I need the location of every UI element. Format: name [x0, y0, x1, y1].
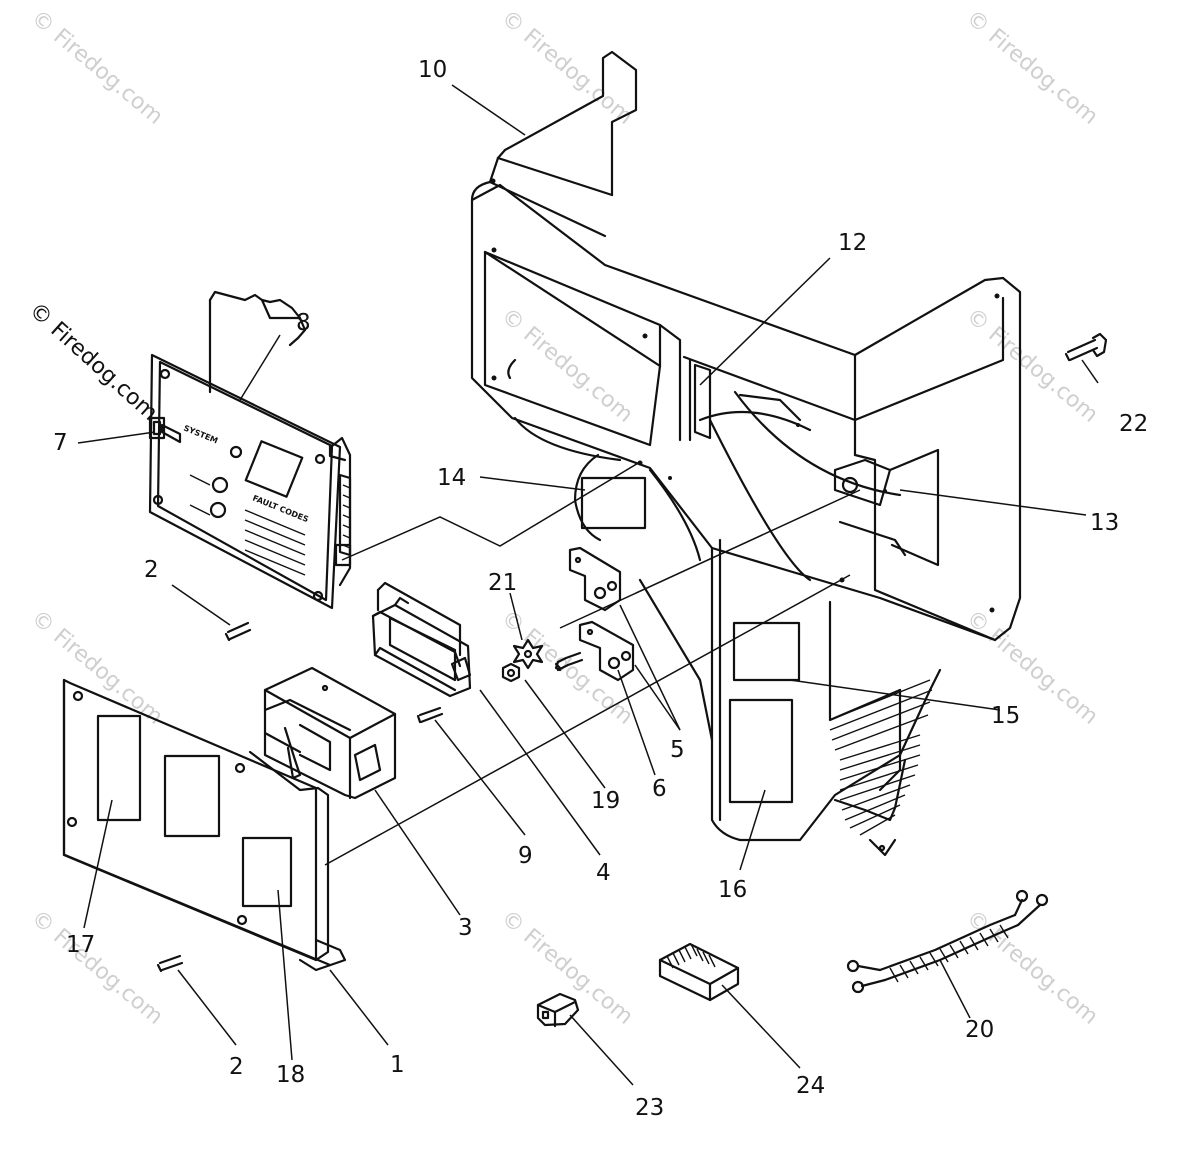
part-8-control-panel: SYSTEM FAULT CODES: [148, 290, 352, 610]
leader-lines: [77, 84, 1099, 1086]
callout-14: 14: [437, 465, 466, 491]
callout-19: 19: [591, 788, 620, 814]
callout-2-lower: 2: [229, 1054, 244, 1080]
watermark: © Firedog.com: [26, 905, 167, 1029]
watermarks: © Firedog.com © Firedog.com © Firedog.co…: [26, 5, 1102, 1029]
watermark: © Firedog.com: [26, 5, 167, 129]
watermark: © Firedog.com: [961, 303, 1102, 427]
callout-16: 16: [718, 877, 747, 903]
callout-9: 9: [518, 843, 533, 869]
callout-22: 22: [1119, 411, 1148, 437]
callout-3: 3: [458, 915, 473, 941]
callout-2-upper: 2: [144, 557, 159, 583]
callout-6: 6: [652, 776, 667, 802]
callout-1: 1: [390, 1052, 405, 1078]
part-21-star-washer: [512, 638, 544, 670]
part-2-screw-upper: [224, 621, 252, 642]
part-9-screw: [416, 706, 444, 724]
callout-8: 8: [296, 310, 311, 336]
callout-12: 12: [838, 230, 867, 256]
watermark: © Firedog.com: [26, 605, 167, 729]
part-3-circuit-breaker: [263, 666, 397, 800]
callout-17: 17: [66, 932, 95, 958]
part-1-front-plate: [62, 678, 347, 972]
panel-fault-codes-label: FAULT CODES: [251, 494, 310, 525]
callout-20: 20: [965, 1017, 994, 1043]
part-10-control-panel-housing: [470, 50, 1022, 857]
part-6-screw: [554, 651, 584, 672]
part-23-connector: [536, 992, 580, 1028]
callout-15: 15: [991, 703, 1020, 729]
callout-labels: 1 2 2 3 4 5 6 7 8 9 10 12 13 14 15 16 17…: [53, 57, 1148, 1121]
callout-4: 4: [596, 860, 611, 886]
part-24-terminal-connector: [658, 942, 740, 1002]
callout-10: 10: [418, 57, 447, 83]
panel-system-label: SYSTEM: [182, 424, 219, 446]
part-4-bracket: [371, 581, 472, 698]
callout-24: 24: [796, 1073, 825, 1099]
part-19-nut: [501, 662, 521, 683]
watermark: © Firedog.com: [496, 5, 637, 129]
watermark: © Firedog.com: [961, 605, 1102, 729]
callout-23: 23: [635, 1095, 664, 1121]
watermark: © Firedog.com: [496, 905, 637, 1029]
callout-13: 13: [1090, 510, 1119, 536]
part-22-bolt: [1064, 332, 1108, 362]
watermark: © Firedog.com: [961, 905, 1102, 1029]
callout-18: 18: [276, 1062, 305, 1088]
watermark: © Firedog.com: [496, 303, 637, 427]
watermark: © Firedog.com: [961, 5, 1102, 129]
part-5-terminal-blocks: [568, 546, 635, 682]
callout-21: 21: [488, 570, 517, 596]
callout-5: 5: [670, 737, 685, 763]
copyright-mark: © Firedog.com: [24, 298, 162, 426]
part-2-screw-lower: [156, 954, 184, 973]
part-7-switch: [148, 416, 166, 440]
callout-7: 7: [53, 430, 68, 456]
part-20-wire-harness: [846, 889, 1049, 994]
